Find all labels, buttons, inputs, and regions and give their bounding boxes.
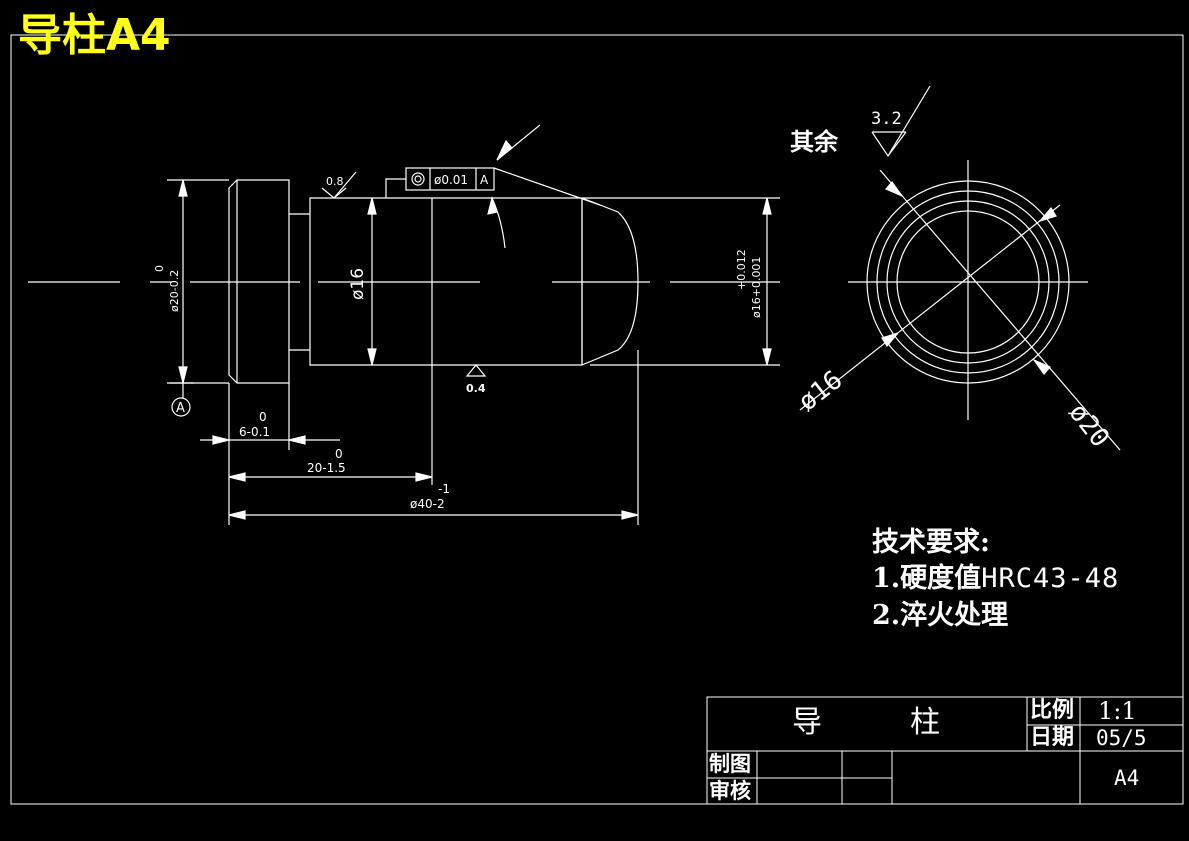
drawn-label: 制图	[709, 751, 751, 776]
scale-value: 1:1	[1098, 697, 1137, 725]
total-len-dim: ø40-2	[410, 497, 445, 511]
sheet-title: 导柱A4	[18, 10, 171, 61]
fit-dia-upper: +0.012	[735, 249, 748, 290]
tolerance-datum: A	[480, 173, 489, 187]
scale-label: 比例	[1030, 697, 1075, 723]
roughness-bottom-value: 0.4	[466, 382, 486, 395]
front-view	[28, 124, 780, 525]
roughness-rest-note: 其余	[790, 127, 839, 156]
tolerance-value: ø0.01	[434, 173, 468, 187]
date-value: 05/5	[1096, 726, 1147, 750]
shoulder-len-dim: 20-1.5	[307, 461, 346, 475]
tech-item-1-prefix: 1.硬度值	[872, 563, 982, 594]
datum-label: A	[176, 401, 185, 416]
part-name-1: 导	[792, 705, 822, 740]
part-name-2: 柱	[910, 705, 940, 740]
date-label: 日期	[1030, 724, 1075, 750]
datum-a-circle	[171, 397, 191, 417]
tech-item-1-value: HRC43-48	[981, 563, 1120, 594]
roughness-bottom-symbol	[465, 364, 487, 377]
body-dia-dim: ø16	[348, 268, 368, 300]
total-len-upper: -1	[438, 482, 450, 496]
sheet-size: A4	[1114, 766, 1140, 790]
tech-item-1: 1.硬度值HRC43-48	[872, 565, 1119, 592]
roughness-top-symbol	[321, 171, 357, 199]
tech-item-2: 2.淬火处理	[872, 600, 1009, 631]
fit-dia-dim: ø16+0.001	[750, 257, 763, 318]
flange-len-upper: 0	[259, 410, 267, 424]
flange-dia-upper: 0	[153, 265, 166, 272]
flange-dia-dim: ø20-0.2	[168, 270, 181, 312]
outer-dia-dim: ø20	[1062, 398, 1115, 453]
tip-outline	[581, 197, 639, 366]
tech-heading: 技术要求:	[872, 527, 990, 558]
roughness-top-value: 0.8	[326, 175, 344, 188]
roughness-rest-symbol	[871, 85, 931, 158]
title-block	[706, 696, 1184, 805]
roughness-rest-value: 3.2	[871, 109, 902, 129]
side-view-text: 其余 3.2 ø16 ø20	[790, 109, 1115, 453]
side-view	[799, 85, 1121, 451]
neck-outline	[289, 213, 310, 351]
checked-label: 审核	[709, 778, 751, 803]
shoulder-len-upper: 0	[335, 447, 343, 461]
drawing-border	[10, 34, 1184, 805]
flange-len-dim: 6-0.1	[239, 425, 270, 439]
front-view-text: 0 ø20-0.2 ø16 +0.012 ø16+0.001 0.8 0.4 ø…	[153, 173, 763, 511]
